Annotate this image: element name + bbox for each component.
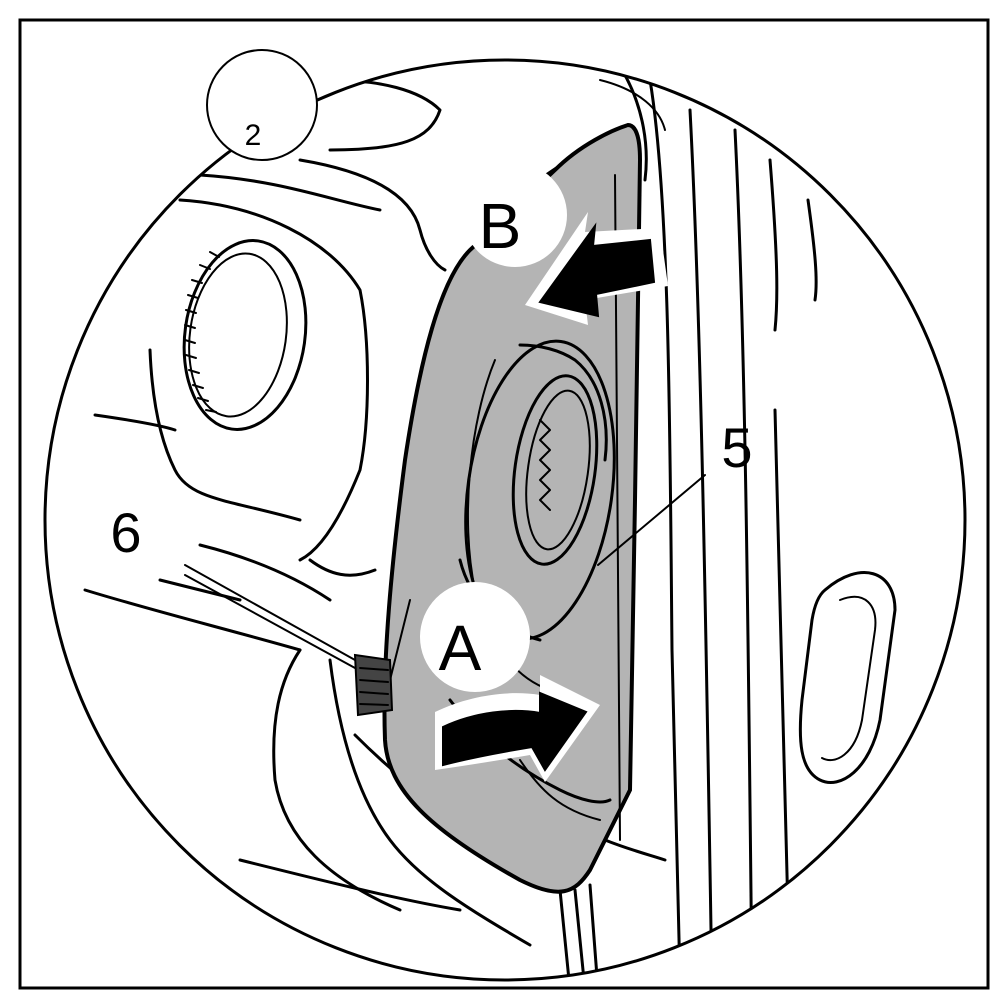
leader-line-5: [597, 474, 706, 566]
knob-housing: [178, 198, 369, 562]
callout-b-circle: [463, 163, 567, 267]
knob: [182, 239, 308, 431]
callout-a: A: [439, 612, 482, 684]
arrow-down-left-icon: [525, 212, 668, 325]
callout-a-circle: [420, 582, 530, 692]
latch-part-6: [353, 653, 394, 717]
curved-arrow-right-icon: [435, 675, 600, 782]
step-badge: 2: [245, 119, 262, 152]
side-slot: [798, 571, 897, 784]
step-badge-circle: [206, 49, 318, 161]
part-label-6: 6: [110, 501, 141, 564]
part-label-5: 5: [721, 416, 752, 479]
leader-line-6: [184, 564, 356, 661]
callout-b: B: [479, 190, 522, 262]
knob-knurling: [184, 251, 220, 413]
